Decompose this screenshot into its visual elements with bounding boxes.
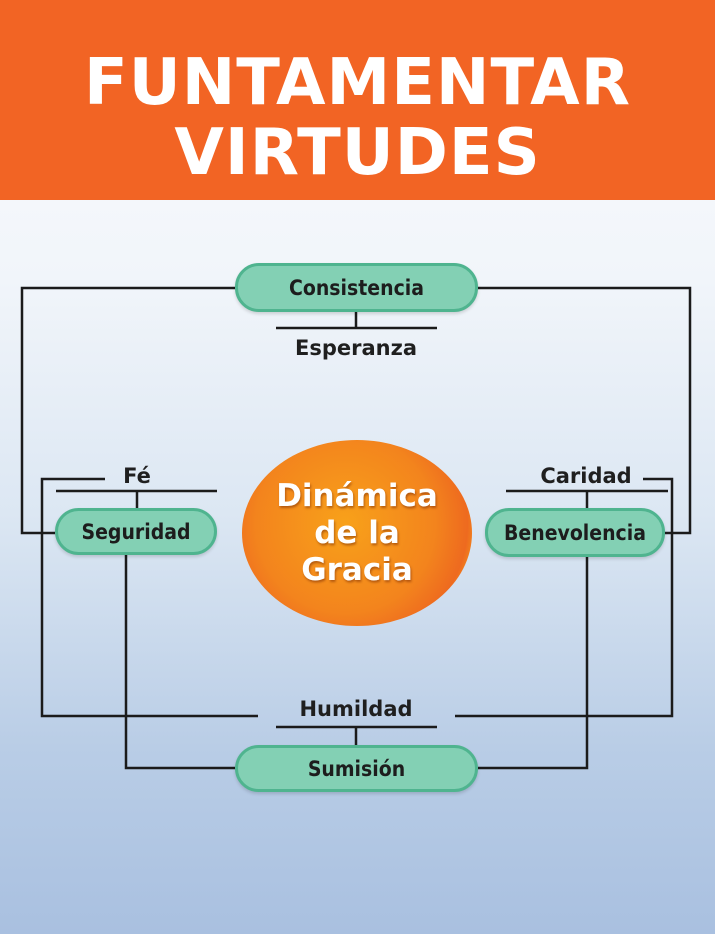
node-benevolencia: Benevolencia bbox=[485, 508, 665, 557]
label-fe: Fé bbox=[123, 464, 151, 488]
label-humildad: Humildad bbox=[299, 697, 413, 721]
label-esperanza: Esperanza bbox=[295, 336, 417, 360]
node-sumision: Sumisión bbox=[235, 745, 478, 792]
center-line-3: Gracia bbox=[301, 551, 413, 588]
label-caridad: Caridad bbox=[540, 464, 632, 488]
center-line-2: de la bbox=[314, 514, 400, 551]
title-line-1: FUNTAMENTAR bbox=[84, 46, 631, 120]
node-consistencia: Consistencia bbox=[235, 263, 478, 312]
title-line-2: VIRTUDES bbox=[174, 116, 541, 190]
header-banner: FUNTAMENTAR VIRTUDES bbox=[0, 0, 715, 200]
center-line-1: Dinámica bbox=[276, 477, 438, 514]
node-seguridad: Seguridad bbox=[55, 508, 217, 555]
center-circle: Dinámica de la Gracia bbox=[242, 440, 472, 626]
